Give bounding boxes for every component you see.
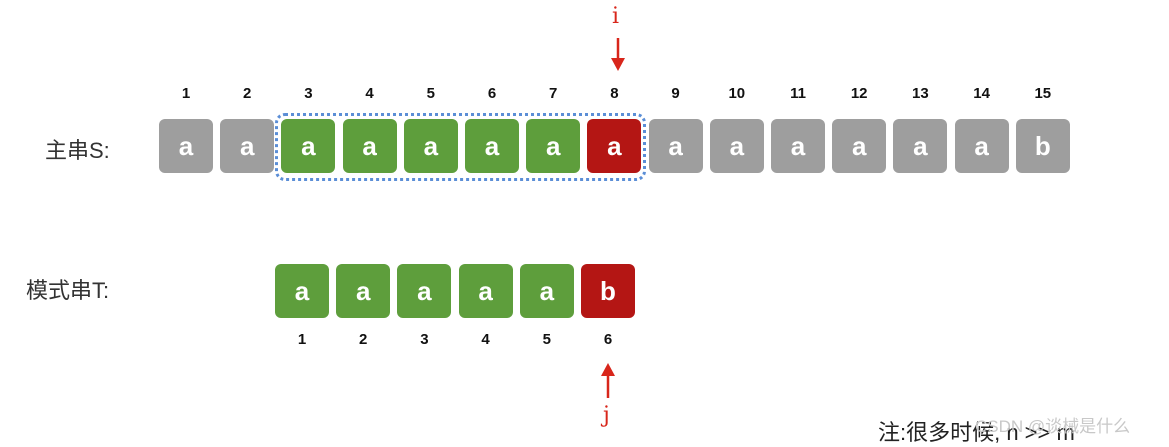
pattern-cell-4: a — [458, 264, 513, 318]
main-cell-14: a — [954, 119, 1009, 173]
main-cell-13: a — [893, 119, 948, 173]
main-cell-6: a — [465, 119, 519, 173]
pattern-index-1: 1 — [297, 331, 307, 348]
main-index-3: 3 — [304, 85, 313, 102]
main-cell-9: a — [648, 119, 703, 173]
note-text: 注:很多时候, n >> m — [878, 420, 1075, 445]
main-index-10: 10 — [728, 85, 746, 102]
main-cell-4: a — [342, 119, 397, 173]
main-index-6: 6 — [487, 85, 497, 102]
main-cell-1: a — [159, 119, 213, 173]
watermark: CSDN @谈械是什么 — [975, 417, 1131, 436]
main-string-label: 主串S: — [45, 138, 110, 163]
main-index-13: 13 — [912, 85, 929, 102]
pointer-j-arrow — [601, 363, 615, 398]
pattern-index-3: 3 — [420, 331, 429, 348]
pattern-index-4: 4 — [481, 331, 490, 348]
pattern-index-5: 5 — [542, 331, 551, 348]
main-index-14: 14 — [973, 85, 990, 102]
main-cell-11: a — [771, 119, 825, 173]
main-cell-7: a — [526, 119, 581, 173]
pattern-index-2: 2 — [359, 331, 368, 348]
pattern-string-label: 模式串T: — [26, 278, 110, 303]
pointer-j-label: j — [603, 403, 610, 428]
pattern-index-6: 6 — [603, 331, 613, 348]
pattern-cell-5: a — [519, 264, 574, 318]
pointer-i-label: i — [612, 4, 620, 29]
main-index-4: 4 — [365, 85, 374, 102]
pointer-i-arrow — [611, 38, 625, 71]
main-cell-12: a — [832, 119, 887, 173]
pattern-cell-6: b — [581, 264, 635, 318]
main-index-7: 7 — [549, 85, 558, 102]
main-index-5: 5 — [426, 85, 435, 102]
match-highlight-box — [275, 113, 646, 181]
pattern-cell-2: a — [336, 264, 391, 318]
pattern-cell-3: a — [397, 264, 452, 318]
pattern-cell-1: a — [275, 264, 329, 318]
main-cell-10: a — [709, 119, 764, 173]
main-index-11: 11 — [790, 85, 806, 102]
main-index-2: 2 — [243, 85, 252, 102]
main-cell-8: a — [587, 119, 642, 173]
main-cell-5: a — [403, 119, 458, 173]
main-cell-15: b — [1015, 119, 1070, 173]
main-index-15: 15 — [1034, 85, 1052, 102]
main-index-8: 8 — [610, 85, 619, 102]
main-index-12: 12 — [850, 85, 868, 102]
main-index-1: 1 — [181, 85, 191, 102]
main-index-9: 9 — [671, 85, 680, 102]
main-cell-3: a — [281, 119, 336, 173]
main-cell-2: a — [220, 119, 275, 173]
